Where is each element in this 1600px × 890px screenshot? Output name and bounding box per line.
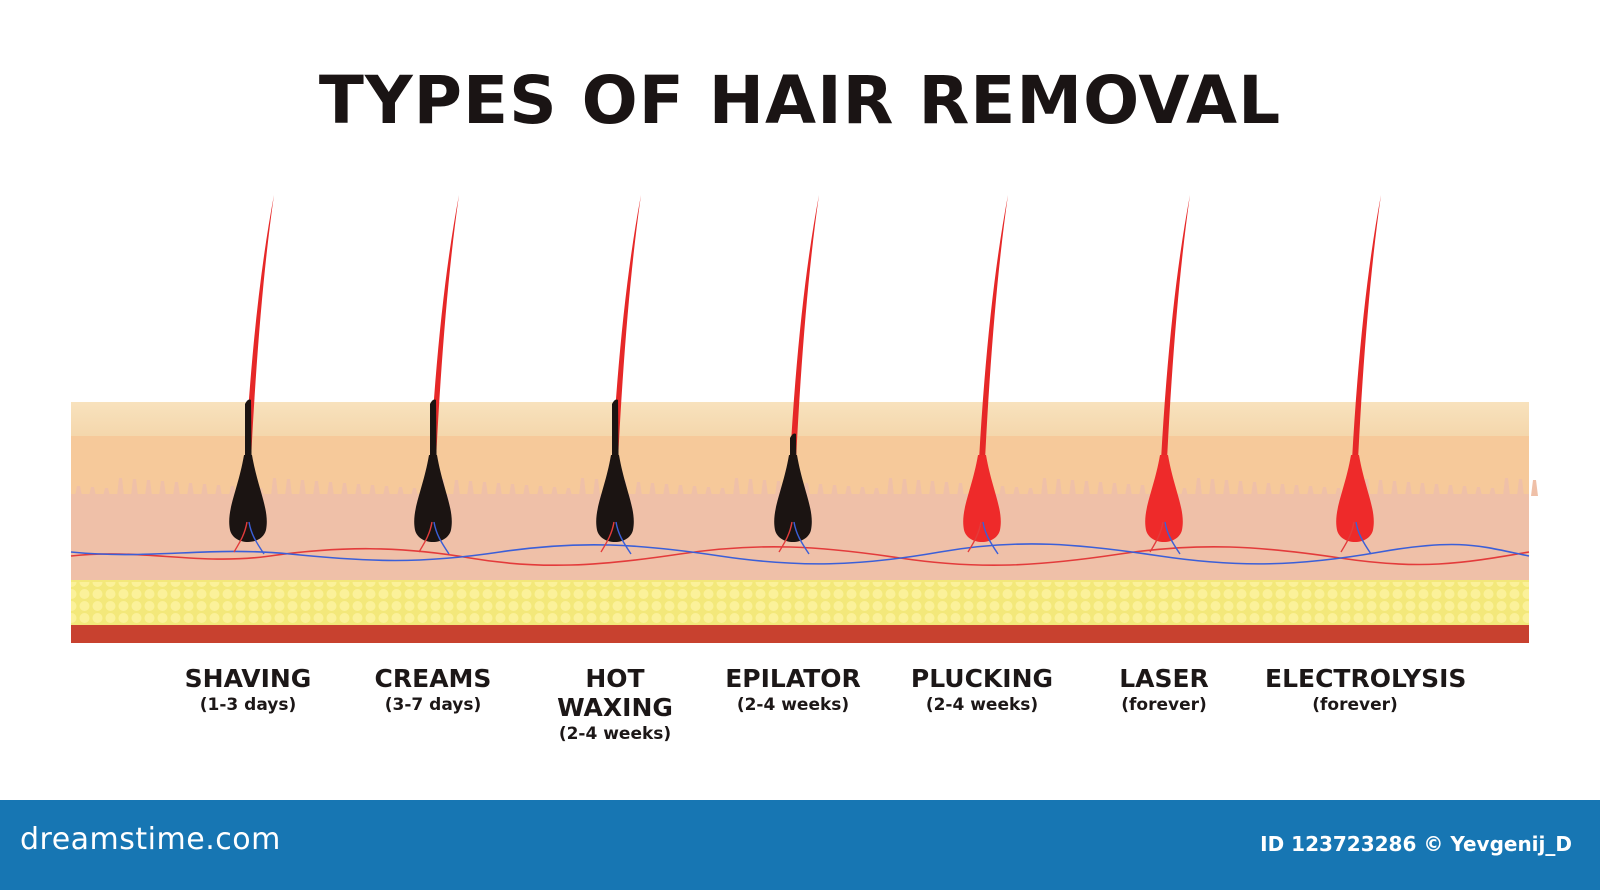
method-duration: (2-4 weeks): [736, 695, 850, 715]
blood-vessels: [70, 543, 1530, 567]
hair-shaft: [790, 195, 819, 460]
footer-bar: dreamstime.com ID 123723286 © Yevgenij_D: [0, 800, 1600, 890]
papilla-artery: [1149, 521, 1164, 553]
skin-surface-layer: [71, 402, 1529, 438]
vein-line: [70, 543, 1530, 565]
method-label: LASER(forever): [1074, 664, 1254, 716]
papilla-vein: [982, 521, 999, 555]
artery-line: [70, 545, 1530, 567]
papilla-vein: [433, 521, 450, 555]
hair: [774, 195, 819, 555]
papilla-artery: [778, 521, 793, 553]
hair-bulb: [1145, 455, 1183, 542]
hair-shaft: [1352, 195, 1381, 460]
method-label: SHAVING(1-3 days): [158, 664, 338, 716]
hair-follicles: [229, 195, 1381, 555]
page-title: TYPES OF HAIR REMOVAL: [318, 62, 1282, 139]
method-duration: (3-7 days): [384, 695, 482, 715]
method-duration: (2-4 weeks): [558, 724, 672, 744]
hair: [414, 195, 459, 555]
hair-shaft: [612, 195, 641, 460]
hair: [1145, 195, 1190, 555]
method-duration: (forever): [1121, 695, 1207, 715]
footer-credit: ID 123723286 © Yevgenij_D: [1260, 832, 1572, 856]
method-duration: (1-3 days): [199, 695, 297, 715]
hair-bulb: [596, 455, 634, 542]
method-name: HOT WAXING: [557, 664, 673, 722]
method-name: LASER: [1119, 664, 1209, 693]
papilla-artery: [600, 521, 615, 553]
hair: [963, 195, 1008, 555]
method-name: EPILATOR: [725, 664, 861, 693]
fat-cells: [71, 582, 1529, 624]
hair: [596, 195, 641, 555]
papilla-artery: [418, 521, 433, 553]
hair-bulb: [414, 455, 452, 542]
method-duration: (forever): [1312, 695, 1398, 715]
method-label: CREAMS(3-7 days): [343, 664, 523, 716]
papilla-vein: [1164, 521, 1181, 555]
hair: [229, 195, 274, 555]
hair-shaft: [245, 195, 274, 460]
method-name: PLUCKING: [910, 664, 1054, 693]
method-label: EPILATOR(2-4 weeks): [703, 664, 883, 716]
papilla-artery: [967, 521, 982, 553]
method-name: SHAVING: [184, 664, 312, 693]
hair-shaft: [979, 195, 1008, 460]
method-label: PLUCKING(2-4 weeks): [892, 664, 1072, 716]
papilla-vein: [615, 521, 632, 555]
hair: [1336, 195, 1381, 555]
hair-bulb: [963, 455, 1001, 542]
papilla-vein: [793, 521, 810, 555]
papilla-vein: [1355, 521, 1372, 555]
footer-brand[interactable]: dreamstime.com: [20, 822, 281, 857]
hair-shaft: [1161, 195, 1190, 460]
papilla-artery: [233, 521, 248, 553]
method-duration: (2-4 weeks): [925, 695, 1039, 715]
muscle-layer: [71, 625, 1529, 643]
papilla-vein: [248, 521, 265, 555]
hair-shaft: [430, 195, 459, 460]
method-label: ELECTROLYSIS(forever): [1265, 664, 1467, 716]
hair-bulb: [774, 455, 812, 542]
papilla-artery: [1340, 521, 1355, 553]
hair-bulb: [229, 455, 267, 542]
method-name: ELECTROLYSIS: [1265, 664, 1467, 693]
skin-layers: [71, 402, 1538, 643]
method-name: CREAMS: [374, 664, 492, 693]
hair-bulb: [1336, 455, 1374, 542]
method-label: HOT WAXING(2-4 weeks): [525, 664, 705, 745]
